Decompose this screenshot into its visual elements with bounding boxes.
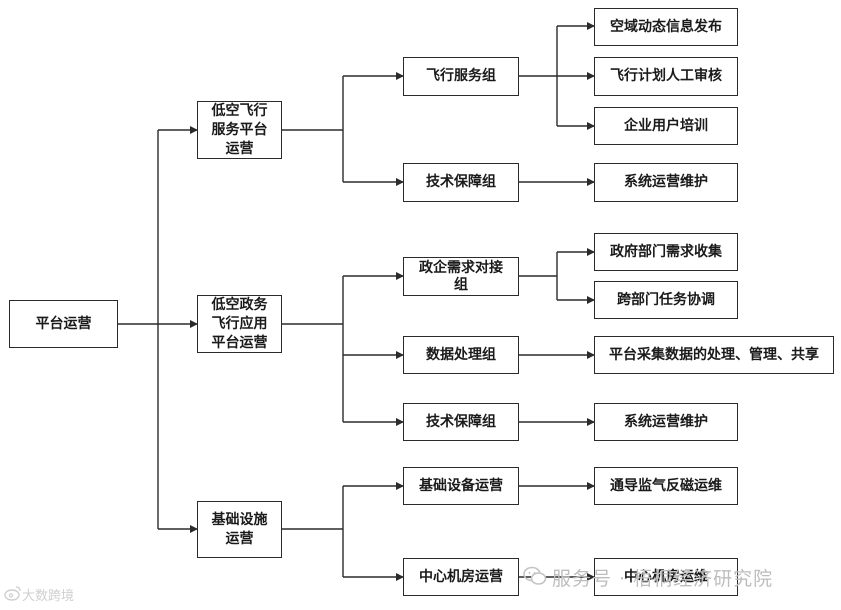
node-tech-support-group-2: 技术保障组 [403, 403, 519, 441]
node-enterprise-user-training: 企业用户培训 [594, 107, 738, 145]
node-low-altitude-flight-service-platform: 低空飞行 服务平台 运营 [197, 101, 282, 159]
node-flight-service-group: 飞行服务组 [403, 57, 519, 96]
node-infra-equipment-ops: 基础设备运营 [403, 467, 519, 505]
weibo-icon [4, 586, 21, 601]
node-flight-plan-review: 飞行计划人工审核 [594, 57, 738, 96]
node-cross-dept-coordination: 跨部门任务协调 [594, 281, 738, 319]
wechat-icon [523, 566, 547, 585]
node-airspace-info-release: 空域动态信息发布 [594, 8, 738, 46]
node-system-ops-maintenance-1: 系统运营维护 [594, 163, 738, 202]
node-government-flight-app-platform: 低空政务 飞行应用 平台运营 [197, 295, 282, 353]
node-data-processing-sharing: 平台采集数据的处理、管理、共享 [594, 336, 834, 374]
node-infrastructure-operations: 基础设施 运营 [197, 501, 282, 558]
node-gov-enterprise-demand-group: 政企需求对接 组 [403, 257, 519, 296]
node-gov-demand-collection: 政府部门需求收集 [594, 233, 738, 271]
node-data-center-ops-leaf: 中心机房运维 [594, 558, 738, 596]
node-tech-support-group-1: 技术保障组 [403, 163, 519, 202]
node-data-processing-group: 数据处理组 [403, 336, 519, 374]
node-platform-operations: 平台运营 [9, 300, 118, 348]
node-system-ops-maintenance-2: 系统运营维护 [594, 403, 738, 441]
node-data-center-ops: 中心机房运营 [403, 558, 519, 596]
node-cns-ops: 通导监气反磁运维 [594, 467, 738, 505]
